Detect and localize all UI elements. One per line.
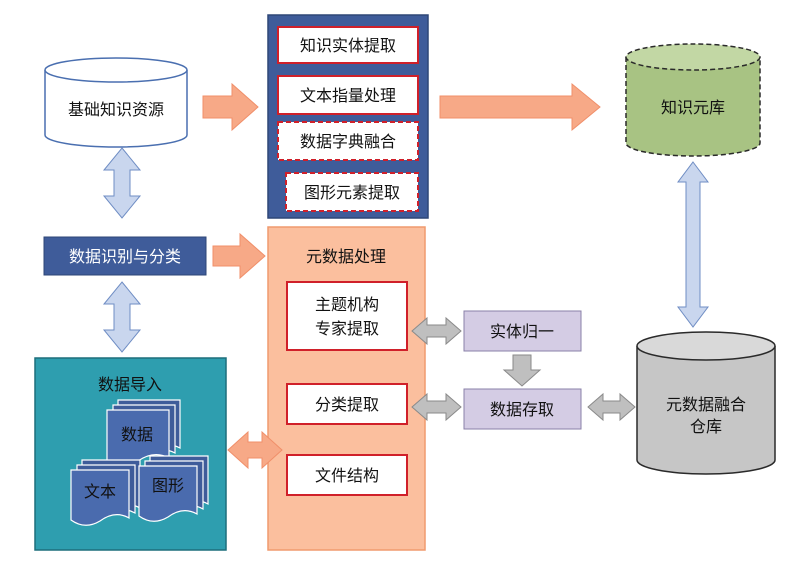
text-process-label: 文本指量处理 bbox=[300, 86, 396, 105]
data-identify-label: 数据识别与分类 bbox=[69, 247, 181, 266]
arrow-class-store bbox=[411, 392, 462, 422]
doc-text-icon: 文本 bbox=[70, 459, 141, 526]
arrow-store-warehouse bbox=[587, 392, 636, 422]
data-store-label: 数据存取 bbox=[490, 400, 554, 419]
dict-fusion-label: 数据字典融合 bbox=[300, 132, 396, 151]
graphic-extract-label: 图形元素提取 bbox=[304, 183, 400, 202]
topic-extract-line1: 主题机构 bbox=[315, 295, 379, 314]
topic-extract-box bbox=[286, 281, 408, 351]
data-identify-box bbox=[43, 236, 207, 276]
meta-process-title: 元数据处理 bbox=[306, 247, 386, 266]
entity-unify-label: 实体归一 bbox=[490, 322, 554, 341]
basic-resource-cylinder: 基础知识资源 bbox=[44, 57, 188, 148]
class-extract-box bbox=[286, 383, 408, 425]
doc-text-label: 文本 bbox=[84, 482, 116, 501]
fusion-warehouse-line1: 元数据融合 bbox=[666, 395, 746, 414]
file-struct-label: 文件结构 bbox=[315, 466, 379, 485]
arrow-resource-identify bbox=[102, 147, 142, 219]
extract-entity-label: 知识实体提取 bbox=[300, 36, 396, 55]
doc-data-label: 数据 bbox=[121, 425, 153, 444]
doc-graphic-label: 图形 bbox=[152, 476, 184, 495]
arrow-library-warehouse bbox=[677, 161, 709, 328]
arrow-topic-entity bbox=[411, 316, 462, 346]
dict-fusion-box bbox=[277, 121, 419, 161]
text-process-box bbox=[277, 75, 419, 115]
arrow-identify-to-meta bbox=[212, 232, 266, 280]
extraction-panel: 知识实体提取 文本指量处理 数据字典融合 图形元素提取 bbox=[267, 14, 429, 219]
meta-process-panel: 元数据处理 主题机构 专家提取 分类提取 文件结构 bbox=[267, 226, 426, 551]
fusion-warehouse-cylinder: 元数据融合 仓库 bbox=[636, 331, 776, 475]
knowledge-library-label: 知识元库 bbox=[661, 98, 725, 117]
knowledge-library-cylinder: 知识元库 bbox=[625, 43, 761, 157]
arrow-identify-import bbox=[102, 281, 142, 353]
data-store-box bbox=[463, 388, 582, 430]
arrow-panel-to-library bbox=[439, 82, 601, 132]
fusion-warehouse-line2: 仓库 bbox=[690, 417, 722, 436]
basic-resource-label: 基础知识资源 bbox=[68, 100, 164, 119]
arrow-import-meta bbox=[227, 430, 283, 470]
arrow-entity-to-store bbox=[502, 354, 542, 387]
data-import-title: 数据导入 bbox=[98, 375, 162, 394]
file-struct-box bbox=[286, 454, 408, 496]
arrow-resource-to-panel bbox=[202, 82, 259, 132]
entity-unify-box bbox=[463, 310, 582, 352]
extract-entity-box bbox=[277, 26, 419, 64]
doc-graphic-icon: 图形 bbox=[138, 455, 209, 522]
doc-data-icon: 数据 bbox=[106, 399, 181, 466]
topic-extract-line2: 专家提取 bbox=[315, 319, 379, 338]
graphic-extract-box bbox=[285, 172, 419, 212]
data-import-panel: 数据导入 数据 文本 图形 bbox=[34, 357, 227, 551]
class-extract-label: 分类提取 bbox=[315, 395, 379, 414]
